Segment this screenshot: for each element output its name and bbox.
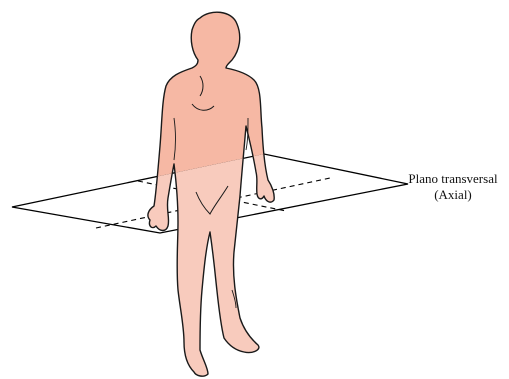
plane-label-name: Plano transversal	[398, 171, 508, 187]
plane-label: Plano transversal (Axial)	[398, 171, 508, 203]
plane-label-alias: (Axial)	[398, 187, 508, 203]
